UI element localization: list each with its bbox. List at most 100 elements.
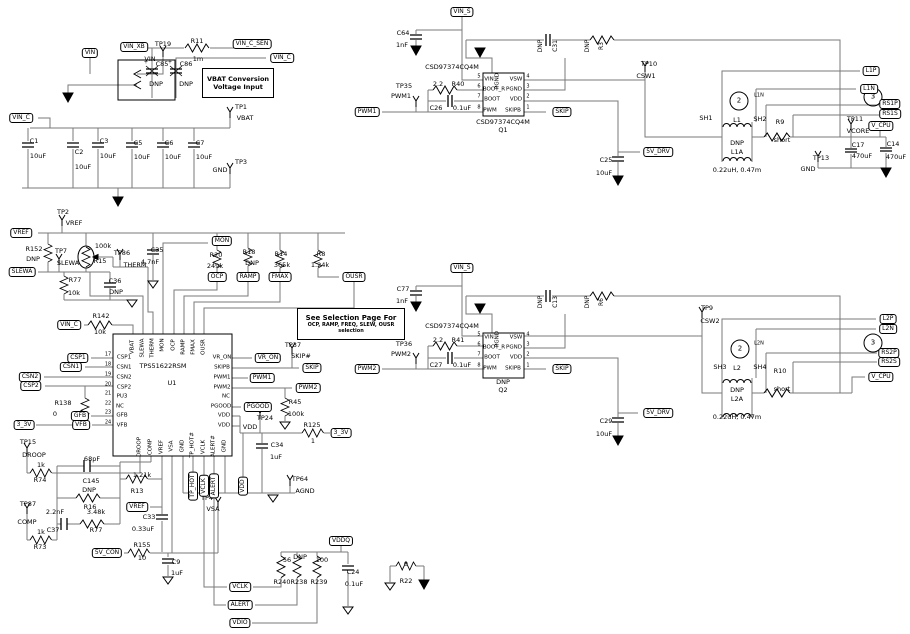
label-dnp-47: DNP bbox=[584, 39, 591, 53]
label-23-153: 23 bbox=[104, 409, 112, 416]
label-skipb-61: SKIPB bbox=[505, 107, 521, 114]
label-2-71: 2 bbox=[736, 96, 742, 105]
label-6-64: 6 bbox=[477, 83, 481, 90]
net-label-csn1-189: CSN1 bbox=[59, 362, 83, 372]
net-label-vin-s-31: VIN_S bbox=[450, 7, 474, 17]
label-tp4-225: TP4 bbox=[200, 493, 214, 502]
label-r10-296: R10 bbox=[773, 366, 787, 375]
label-dnp-118: DNP bbox=[245, 258, 259, 267]
selection-page-note: See Selection Page For OCP, RAMP, FREQ, … bbox=[297, 308, 405, 340]
label-1uf-222: 1uF bbox=[171, 568, 183, 577]
net-label-ousr-125: OUSR bbox=[342, 272, 366, 282]
selection-note-line2: OCP, RAMP, FREQ, SLEW, OUSR selection bbox=[307, 322, 395, 334]
label-droop-163: DROOP bbox=[136, 436, 143, 458]
label-pwm-57: PWM bbox=[483, 107, 497, 114]
label-r16-204: R16 bbox=[83, 502, 97, 511]
label-q1-43: Q1 bbox=[498, 125, 508, 134]
label-365k-121: 365k bbox=[273, 260, 291, 269]
label-4-7nf-112: 4.7nF bbox=[140, 257, 160, 266]
vbat-conversion-note: VBAT Conversion Voltage Input bbox=[202, 68, 274, 98]
label-1-70: 1 bbox=[526, 104, 530, 111]
label-0-1uf-255: 0.1uF bbox=[452, 360, 472, 369]
label-3-68: 3 bbox=[526, 83, 530, 90]
selection-note-line1: See Selection Page For bbox=[305, 314, 397, 322]
net-label-vin-s-245: VIN_S bbox=[450, 263, 474, 273]
label-tp7-100: TP7 bbox=[54, 246, 68, 255]
component-symbols bbox=[22, 34, 892, 571]
label-csd97374cq4m-248: CSD97374CQ4M bbox=[425, 321, 479, 330]
label-dnp-233: DNP bbox=[293, 552, 307, 561]
label-c37-213: C37 bbox=[46, 525, 60, 534]
ground-symbols bbox=[62, 45, 892, 615]
label-short-83: short bbox=[773, 135, 791, 144]
net-label-5v-con-220: 5V_CON bbox=[91, 548, 123, 558]
resistors bbox=[29, 35, 791, 579]
label-0-22uh-0-47m-295: 0.22uH, 0.47m bbox=[712, 412, 762, 421]
label-c3-21: C3 bbox=[99, 136, 109, 145]
label-470uf-92: 470uF bbox=[885, 152, 907, 161]
label-0-22uh-0-47m-81: 0.22uH, 0.47m bbox=[712, 165, 762, 174]
input-connector-box bbox=[117, 59, 176, 101]
label-10uf-22: 10uF bbox=[99, 151, 117, 160]
label-10uf-20: 10uF bbox=[74, 162, 92, 171]
label-0-33uf-209: 0.33uF bbox=[131, 524, 155, 533]
label-c2-19: C2 bbox=[74, 147, 84, 156]
label-c5-23: C5 bbox=[133, 138, 143, 147]
label-vclk-169: VCLK bbox=[200, 439, 207, 455]
label-5-277: 5 bbox=[477, 331, 481, 338]
label-10uf-28: 10uF bbox=[195, 152, 213, 161]
label-0-1uf-41: 0.1uF bbox=[452, 103, 472, 112]
net-label-rs1s-85: RS1S bbox=[879, 109, 901, 119]
label-r22-244: R22 bbox=[399, 576, 413, 585]
label-21-151: 21 bbox=[104, 390, 112, 397]
label-csd97374cq4m-34: CSD97374CQ4M bbox=[425, 62, 479, 71]
net-label-vr-on-172: VR_ON bbox=[254, 353, 282, 363]
label-1nf-33: 1nF bbox=[396, 40, 408, 49]
net-label-vclk-237: VCLK bbox=[229, 582, 251, 592]
label-1k-216: 1k bbox=[37, 527, 45, 536]
label-20-150: 20 bbox=[104, 381, 112, 388]
label-tp24-181: TP24 bbox=[256, 413, 274, 422]
net-label-l1p-73: L1P bbox=[862, 66, 880, 76]
label-r3-48: R3 bbox=[598, 42, 605, 50]
label-vdd-161: VDD bbox=[217, 412, 231, 419]
label-l2a-294: L2A bbox=[730, 394, 744, 403]
net-label-pwm2-177: PWM2 bbox=[295, 383, 321, 393]
label-dnp-10: DNP bbox=[149, 79, 163, 88]
label-3-286: 3 bbox=[870, 338, 876, 347]
label-r6-262: R6 bbox=[598, 298, 605, 306]
label-7-65: 7 bbox=[477, 93, 481, 100]
label-c33-208: C33 bbox=[142, 512, 156, 521]
net-label-ramp-119: RAMP bbox=[236, 272, 260, 282]
label-vsa-226: VSA bbox=[206, 504, 220, 513]
label-10uf-52: 10uF bbox=[595, 168, 613, 177]
label-vbat-16: VBAT bbox=[236, 113, 254, 122]
label-c7-27: C7 bbox=[195, 138, 205, 147]
label-tp10-49: TP10 bbox=[640, 59, 658, 68]
label-1k-199: 1k bbox=[37, 460, 45, 469]
label-l2-292: L2 bbox=[733, 363, 741, 372]
label-dnp-261: DNP bbox=[584, 295, 591, 309]
label-2-285: 2 bbox=[737, 344, 743, 353]
label-tp87-210: TP87 bbox=[19, 499, 37, 508]
label-7-279: 7 bbox=[477, 351, 481, 358]
net-label-vdio-239: VDIO bbox=[229, 618, 251, 628]
label-mon-134: MON bbox=[159, 338, 166, 352]
net-label-l2p-287: L2P bbox=[879, 314, 897, 324]
label-dnp-45: DNP bbox=[537, 39, 544, 53]
label-vdd-60: VDD bbox=[509, 96, 523, 103]
label-skipb-156: SKIPB bbox=[214, 364, 230, 371]
label-csn2-141: CSN2 bbox=[116, 374, 132, 381]
label-19-149: 19 bbox=[104, 371, 112, 378]
label-100k-180: 100k bbox=[287, 409, 305, 418]
label-r45-179: R45 bbox=[288, 397, 302, 406]
net-label-l1n-74: L1N bbox=[860, 84, 878, 94]
net-label-csp2-191: CSP2 bbox=[20, 381, 42, 391]
label-r20-114: R20 bbox=[209, 250, 223, 259]
label-1-24k-124: 1.24k bbox=[310, 260, 330, 269]
label-therm-133: THERM bbox=[149, 338, 156, 358]
label-c34-186: C34 bbox=[270, 440, 284, 449]
label-c17-89: C17 bbox=[851, 140, 865, 149]
label-comp-164: COMP bbox=[147, 438, 154, 456]
